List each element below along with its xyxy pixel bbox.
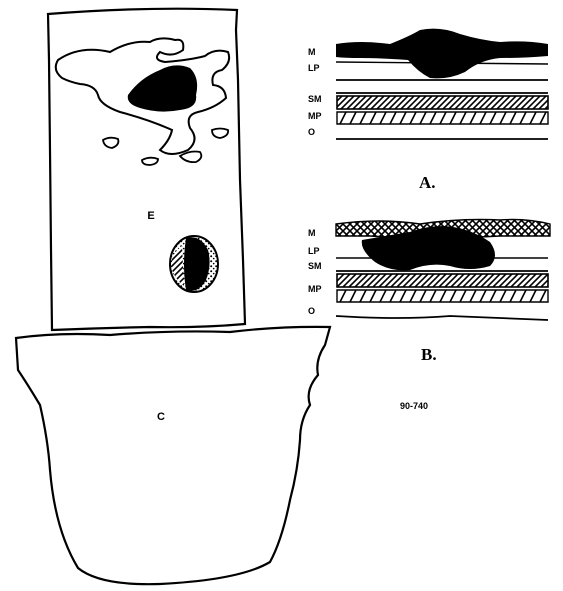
esophagus-outline [48, 9, 245, 330]
panel-b: M LP SM MP O B. [308, 220, 550, 365]
lesion-island [180, 152, 201, 163]
stomach-outline [16, 327, 330, 584]
panel-caption-b: B. [421, 345, 437, 364]
tumor-patch-upper [128, 65, 197, 111]
panel-a: M LP SM MP O A. [308, 29, 548, 192]
mucosa-layer-a [336, 29, 548, 79]
layer-label-b-lp: LP [308, 246, 320, 256]
panel-caption-a: A. [419, 173, 436, 192]
figure-code: 90-740 [400, 401, 428, 411]
layer-label-b-mp: MP [308, 284, 322, 294]
layer-label-a-sm: SM [308, 94, 322, 104]
label-esophagus: E [147, 210, 154, 222]
lesion-island [142, 158, 158, 165]
layer-label-a-m: M [308, 47, 316, 57]
layer-label-b-m: M [308, 228, 316, 238]
muscularis-layer-b [337, 274, 548, 287]
lesion-island [212, 129, 228, 139]
label-stomach: C [157, 411, 165, 423]
layer-label-a-o: O [308, 127, 315, 137]
layer-label-a-mp: MP [308, 111, 322, 121]
muscularis-layer-a [337, 96, 548, 109]
lesion-island [103, 138, 118, 148]
layer-label-b-o: O [308, 306, 315, 316]
layer-label-b-sm: SM [308, 261, 322, 271]
oval-lesion [170, 236, 218, 292]
layer-label-a-lp: LP [308, 63, 320, 73]
